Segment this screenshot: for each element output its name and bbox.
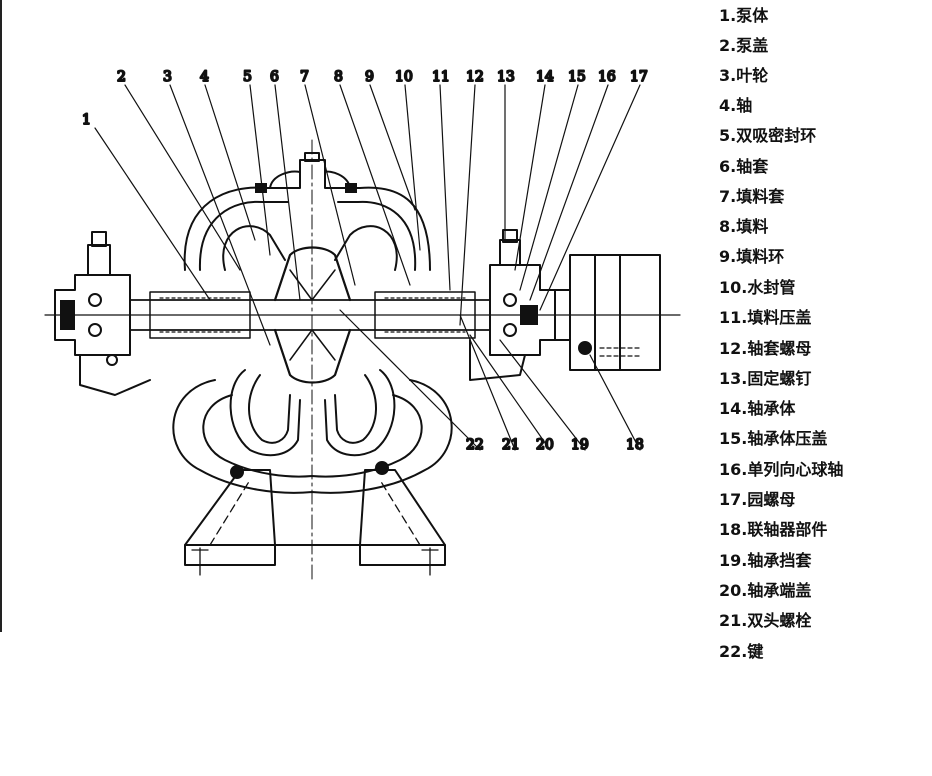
legend-item: 14.轴承体 [719,399,796,418]
legend-item: 16.单列向心球轴 [719,460,844,479]
callout-3: 3 [163,69,172,85]
legend-item: 12.轴套螺母 [719,339,812,358]
callout-10: 10 [395,69,413,85]
callout-13: 13 [497,69,515,85]
legend-item: 11.填料压盖 [719,308,812,327]
pump-cover [183,152,431,271]
callout-19: 19 [571,437,589,453]
callout-17: 17 [630,69,648,85]
callout-5: 5 [243,69,252,85]
callout-12: 12 [466,69,484,85]
legend-item: 7.填料套 [719,187,785,206]
callout-7: 7 [300,69,309,85]
legend-item: 13.固定螺钉 [719,369,812,388]
legend-item: 1.泵体 [719,6,769,25]
callout-16: 16 [598,69,616,85]
callout-1: 1 [82,112,91,128]
pump-base [184,469,446,576]
legend-item: 20.轴承端盖 [719,581,812,600]
legend-item: 8.填料 [719,217,769,236]
legend-item: 19.轴承挡套 [719,551,812,570]
callout-8: 8 [334,69,343,85]
legend-item: 4.轴 [719,96,753,115]
callout-6: 6 [270,69,279,85]
legend-item: 15.轴承体压盖 [719,429,828,448]
left-bearing-housing [54,231,151,396]
callout-20: 20 [536,437,554,453]
callout-21: 21 [502,437,520,453]
coupling [554,254,661,371]
leader-lines [94,84,641,451]
legend-item: 2.泵盖 [719,36,769,55]
callout-15: 15 [568,69,586,85]
pump-cross-section-drawing: 1 2 3 4 5 6 7 8 9 10 11 12 13 14 15 16 1… [44,68,681,581]
legend-item: 3.叶轮 [719,66,769,85]
legend-item: 22.键 [719,642,764,661]
callout-labels: 1 2 3 4 5 6 7 8 9 10 11 12 13 14 15 16 1… [81,68,649,454]
legend-item: 6.轴套 [719,157,769,176]
legend-item: 9.填料环 [719,247,785,266]
callout-9: 9 [365,69,374,85]
legend-item: 5.双吸密封环 [719,126,817,145]
callout-4: 4 [200,69,209,85]
legend-item: 17.园螺母 [719,490,796,509]
callout-22: 22 [466,437,484,453]
legend-item: 18.联轴器部件 [719,520,828,539]
legend-item: 10.水封管 [719,278,796,297]
callout-18: 18 [626,437,644,453]
callout-14: 14 [536,69,554,85]
callout-2: 2 [117,69,126,85]
callout-11: 11 [432,69,450,85]
left-border-line [0,0,2,632]
legend-item: 21.双头螺栓 [719,611,812,630]
